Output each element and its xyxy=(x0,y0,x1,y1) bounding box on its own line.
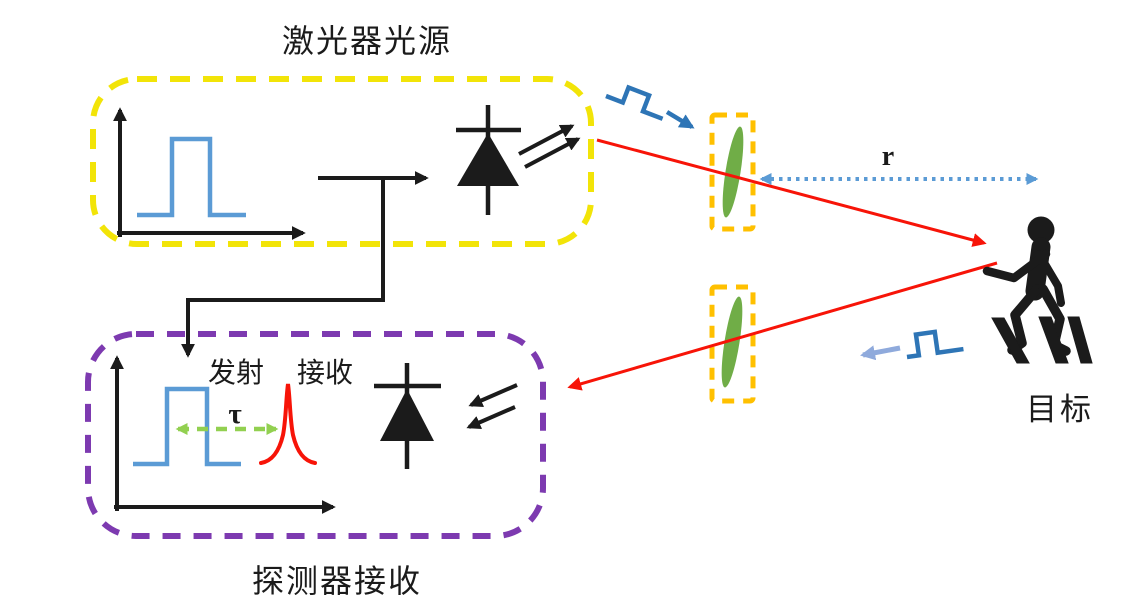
transmit-label: 发射 xyxy=(208,357,264,389)
tau-label: τ xyxy=(228,398,242,430)
photodiode-icon xyxy=(374,363,441,469)
transmit-lens-icon xyxy=(722,126,744,218)
receiver-plot-axes xyxy=(110,355,336,514)
outgoing-direction-arrow xyxy=(665,110,695,129)
laser-source-title: 激光器光源 xyxy=(282,23,452,59)
drive-pulse-waveform xyxy=(137,136,246,218)
laser-source-box xyxy=(90,76,594,247)
outgoing-pulse-signal-icon xyxy=(605,84,664,121)
branch-wire xyxy=(181,178,385,358)
laser-emission-arrows-icon xyxy=(518,124,581,169)
receive-lens-box xyxy=(709,284,756,404)
drive-pulse-plot-axes xyxy=(113,107,306,240)
return-direction-arrow xyxy=(860,345,901,361)
receive-label: 接收 xyxy=(297,357,353,389)
transmitted-pulse-waveform xyxy=(133,386,241,467)
detector-title: 探测器接收 xyxy=(252,563,422,599)
detector-box xyxy=(85,331,546,539)
received-peak-waveform xyxy=(259,383,317,465)
target-label: 目标 xyxy=(1026,392,1094,427)
receive-lens-icon xyxy=(721,296,743,388)
incoming-light-arrows-icon xyxy=(466,383,518,429)
range-label: r xyxy=(882,141,894,172)
laser-diode-icon xyxy=(456,105,521,215)
crosswalk-icon xyxy=(991,316,1093,364)
return-pulse-signal-icon xyxy=(906,329,964,360)
transmit-lens-box xyxy=(709,112,756,232)
laser-beam-return xyxy=(567,261,998,391)
laser-beam-outgoing xyxy=(596,138,987,247)
